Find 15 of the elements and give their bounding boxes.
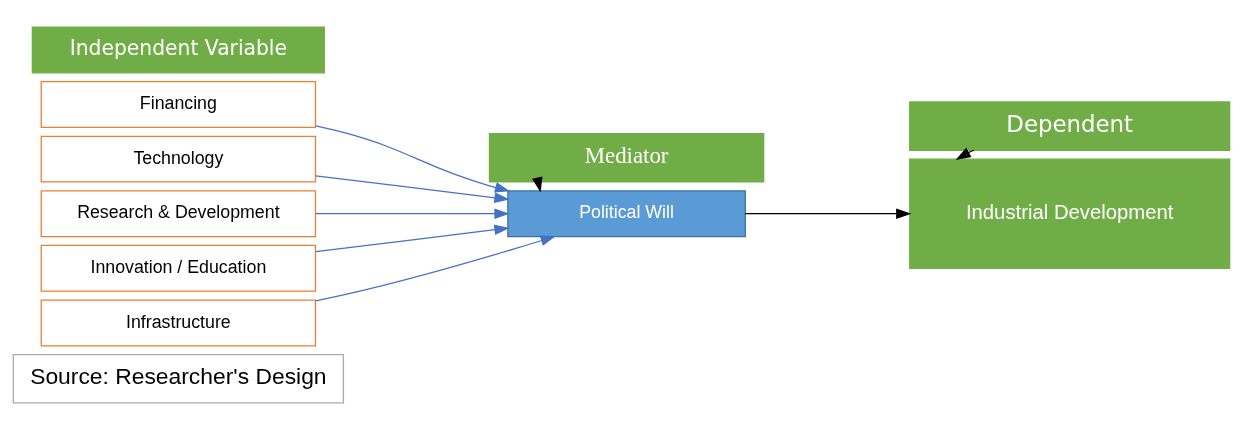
node-box: Industrial Development xyxy=(909,158,1231,269)
node-box: Infrastructure xyxy=(40,298,317,346)
arrow xyxy=(315,124,511,193)
node-box: Technology xyxy=(40,135,317,183)
node-box: Source: Researcher's Design xyxy=(12,353,345,404)
node-box: Political Will xyxy=(507,189,746,237)
node-box: Research & Development xyxy=(40,189,317,237)
arrow xyxy=(744,207,912,219)
arrow xyxy=(315,174,510,203)
node-box: Innovation / Education xyxy=(40,244,317,292)
node-box: Independent Variable xyxy=(31,25,325,73)
arrow xyxy=(315,207,510,219)
node-box: Financing xyxy=(40,80,317,128)
arrow xyxy=(315,223,510,252)
arrow xyxy=(315,235,556,302)
